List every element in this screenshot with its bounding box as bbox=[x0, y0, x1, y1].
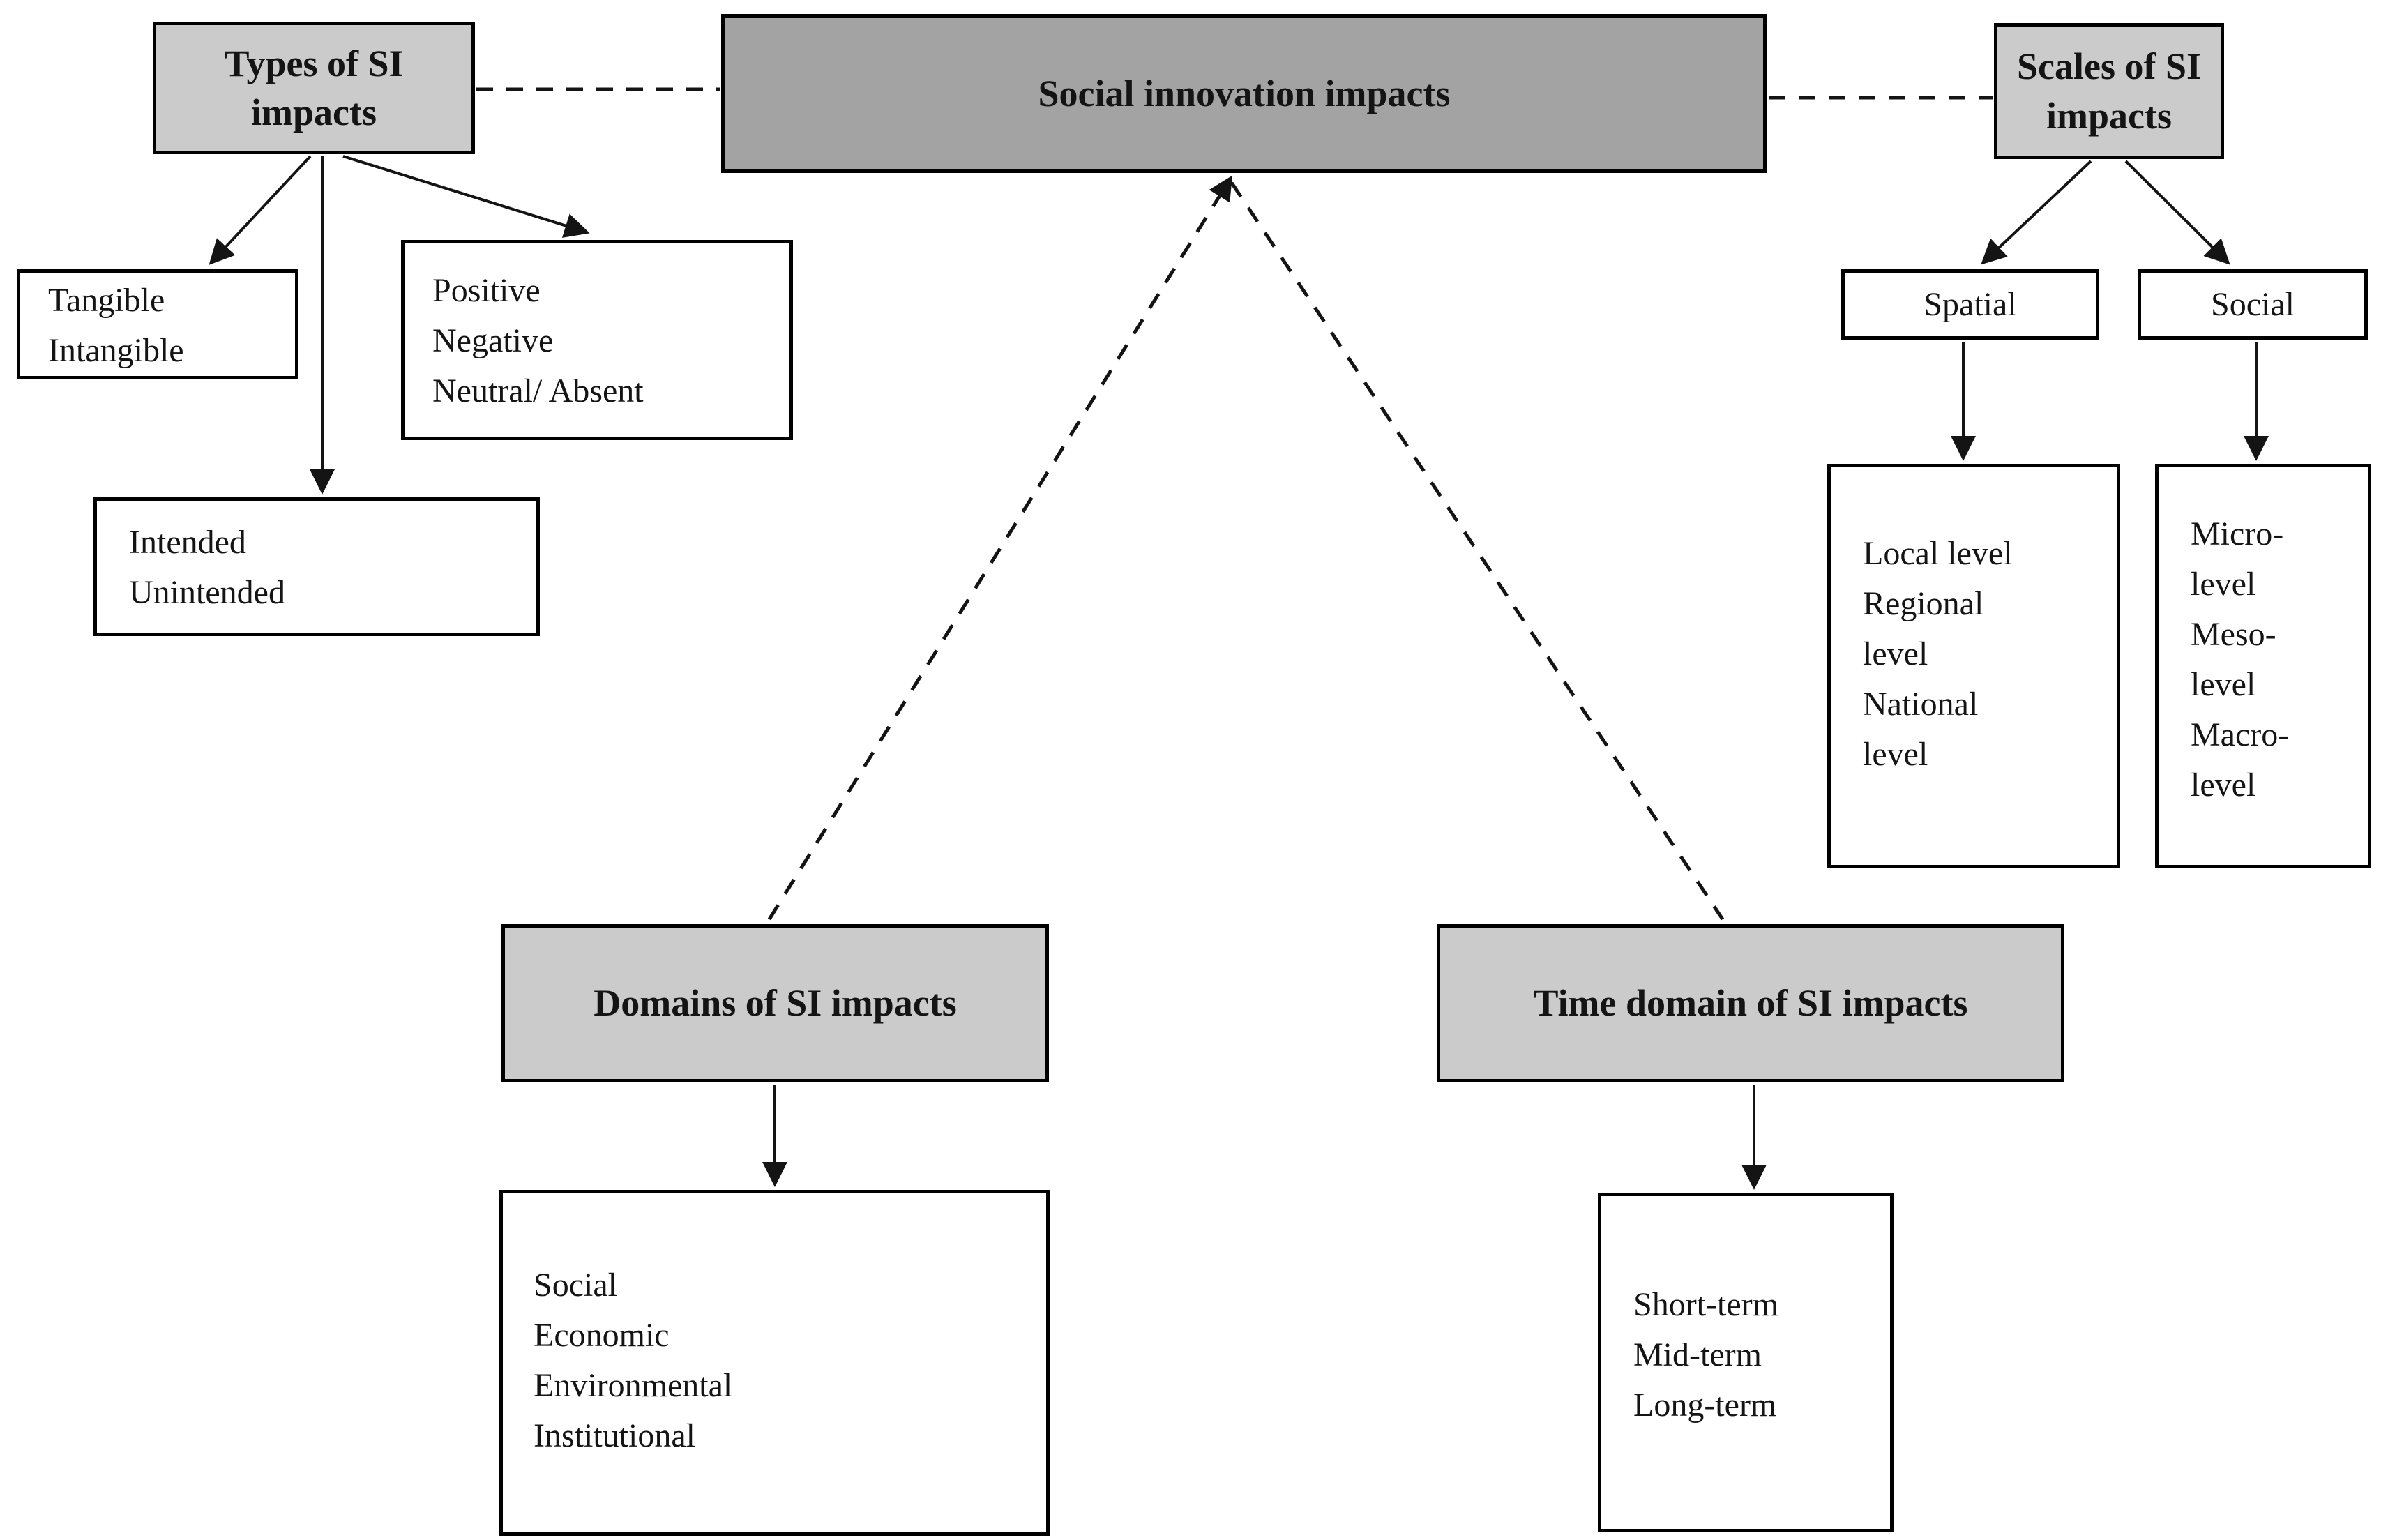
text-line: level bbox=[2191, 566, 2256, 603]
text-line: National bbox=[1863, 686, 1979, 723]
node-time-domain-of-si-impacts: Time domain of SI impacts bbox=[1437, 924, 2064, 1082]
text-line: Intangible bbox=[48, 332, 184, 369]
dashed-link-time-center bbox=[1230, 181, 1725, 921]
text-line: Negative bbox=[432, 322, 554, 359]
node-label: Social bbox=[2211, 286, 2295, 323]
node-label: Time domain of SI impacts bbox=[1533, 982, 1968, 1025]
dashed-link-domains-center bbox=[767, 175, 1232, 921]
node-scales-of-si-impacts: Scales of SI impacts bbox=[1994, 23, 2224, 159]
arrow-scales-spatial bbox=[1981, 160, 2092, 265]
node-types-of-si-impacts: Types of SI impacts bbox=[153, 22, 475, 154]
arrow-types-tangible bbox=[209, 155, 312, 265]
text-line: Positive bbox=[432, 272, 541, 309]
text-line: Meso- bbox=[2191, 616, 2276, 653]
text-line: Mid-term bbox=[1633, 1336, 1762, 1373]
node-social: Social bbox=[2138, 269, 2368, 340]
text-line: level bbox=[1863, 635, 1928, 672]
arrow-scales-social bbox=[2124, 160, 2230, 265]
node-label: Spatial bbox=[1924, 286, 2017, 323]
text-line: level bbox=[2191, 767, 2256, 803]
text-line: Neutral/ Absent bbox=[432, 372, 644, 409]
text-line: Tangible bbox=[48, 282, 165, 319]
text-line: Macro- bbox=[2191, 716, 2290, 753]
text-line: impacts bbox=[251, 91, 377, 133]
text-line: level bbox=[2191, 666, 2256, 703]
text-line: Unintended bbox=[129, 574, 285, 611]
text-line: Local level bbox=[1863, 535, 2013, 572]
node-label: Social innovation impacts bbox=[1038, 73, 1451, 114]
text-line: impacts bbox=[2046, 94, 2172, 137]
text-line: Social bbox=[534, 1267, 617, 1304]
text-line: Types of SI bbox=[224, 42, 404, 84]
node-label: Domains of SI impacts bbox=[594, 982, 957, 1025]
text-line: Institutional bbox=[534, 1417, 695, 1454]
text-line: Intended bbox=[129, 524, 246, 561]
text-line: Environmental bbox=[534, 1367, 733, 1404]
text-line: Regional bbox=[1863, 585, 1984, 622]
text-line: Micro- bbox=[2191, 515, 2284, 552]
text-line: Short-term bbox=[1633, 1286, 1778, 1323]
arrow-types-positive bbox=[342, 155, 590, 238]
text-line: Scales of SI bbox=[2016, 45, 2201, 88]
node-domains-of-si-impacts: Domains of SI impacts bbox=[501, 924, 1049, 1082]
node-spatial: Spatial bbox=[1841, 269, 2099, 340]
node-social-innovation-impacts: Social innovation impacts bbox=[721, 14, 1767, 173]
text-line: level bbox=[1863, 736, 1928, 773]
text-line: Long-term bbox=[1633, 1387, 1777, 1424]
text-line: Economic bbox=[534, 1317, 670, 1354]
